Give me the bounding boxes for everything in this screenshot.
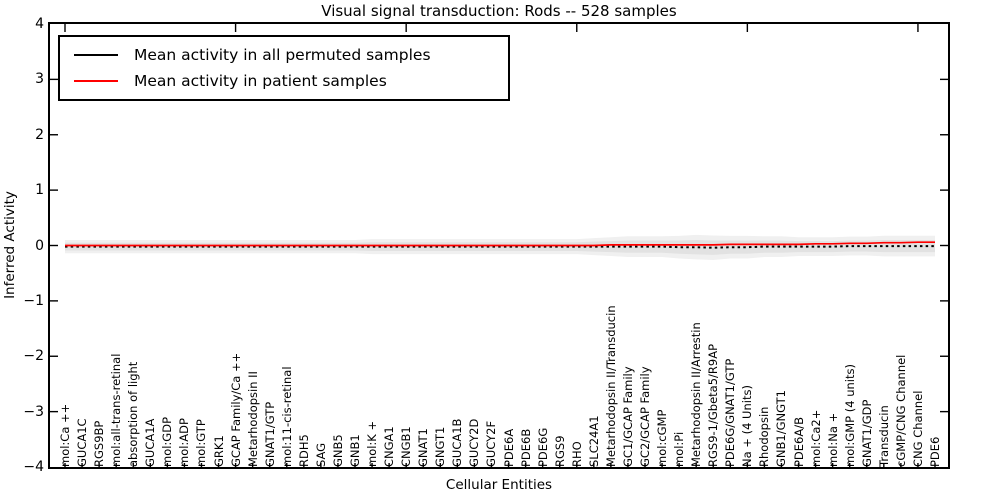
legend-label-permuted: Mean activity in all permuted samples <box>134 46 431 64</box>
x-tick-label: CNG Channel <box>910 390 925 467</box>
x-tick-label: mol:cGMP <box>655 409 670 467</box>
x-tick-label: GC1/GCAP Family <box>620 366 635 467</box>
legend-line-black <box>74 54 118 56</box>
x-tick-label: SAG <box>313 442 328 467</box>
y-tick-label: −3 <box>23 403 44 420</box>
y-tick-label: −4 <box>23 459 44 475</box>
x-tick-label: absorption of light <box>126 361 141 467</box>
x-tick-label: mol:all-trans-retinal <box>109 353 124 467</box>
x-tick-label: PDE6A <box>501 428 516 467</box>
x-tick-label: mol:Na + <box>825 412 840 467</box>
x-tick-label: Metarhodopsin II/Transducin <box>603 305 618 467</box>
x-tick-label: mol:Ca2+ <box>808 409 823 467</box>
y-tick-label: −1 <box>23 292 44 309</box>
x-tick-label: mol:Pi <box>672 431 687 467</box>
x-tick-label: mol:GTP <box>194 419 209 467</box>
x-tick-label: mol:GDP <box>160 416 175 467</box>
x-tick-label: GC2/GCAP Family <box>638 366 652 467</box>
x-tick-label: SLC24A1 <box>586 415 601 467</box>
x-tick-label: GNAT1/GTP <box>262 401 277 467</box>
y-tick-label: 4 <box>35 16 44 32</box>
x-tick-label: PDE6G <box>535 427 550 467</box>
x-tick-label: GCAP Family/Ca ++ <box>228 352 243 467</box>
x-tick-label: GUCY2F <box>484 420 499 467</box>
x-tick-label: RGS9 <box>552 435 567 467</box>
legend-entry-permuted: Mean activity in all permuted samples <box>60 42 508 68</box>
y-tick-label: 0 <box>35 237 44 254</box>
x-tick-label: PDE6G/GNAT1/GTP <box>723 358 738 467</box>
x-tick-label: PDE6A/B <box>791 416 806 467</box>
y-tick-label: 2 <box>35 126 44 143</box>
x-tick-label: mol:ADP <box>177 418 192 467</box>
chart-title: Visual signal transduction: Rods -- 528 … <box>321 2 677 20</box>
x-axis-label: Cellular Entities <box>445 477 553 493</box>
x-tick-label: CNGA1 <box>382 426 397 467</box>
x-tick-label: mol:K + <box>365 420 380 467</box>
legend-label-patient: Mean activity in patient samples <box>134 72 387 90</box>
y-tick-label: 1 <box>35 182 44 199</box>
x-tick-label: PDE6 <box>928 436 942 467</box>
x-tick-label: GUCA1B <box>450 418 465 467</box>
x-tick-label: PDE6B <box>518 428 533 467</box>
x-tick-label: GNAT1/GDP <box>859 399 874 467</box>
x-tick-label: RDH5 <box>296 434 311 467</box>
y-tick-label: 3 <box>35 71 44 88</box>
x-tick-label: GUCA1C <box>75 418 90 467</box>
x-tick-label: GUCY2D <box>467 418 482 467</box>
x-tick-label: GNB1/GNGT1 <box>774 390 789 467</box>
x-tick-label: Transducin <box>876 405 891 467</box>
x-tick-label: mol:Ca ++ <box>58 403 72 467</box>
x-tick-label: RGS9-1/Gbeta5/R9AP <box>706 343 721 467</box>
x-tick-label: GNB5 <box>330 434 345 467</box>
x-tick-label: GRK1 <box>211 435 226 467</box>
x-tick-label: GUCA1A <box>143 418 158 467</box>
x-tick-label: GNAT1 <box>416 428 431 467</box>
legend-line-red <box>74 80 118 82</box>
legend: Mean activity in all permuted samples Me… <box>58 35 510 101</box>
y-tick-label: −2 <box>23 348 44 365</box>
x-tick-label: CNGB1 <box>399 426 414 467</box>
x-tick-label: mol:GMP (4 units) <box>842 364 857 467</box>
x-tick-label: Na + (4 Units) <box>740 385 755 467</box>
plot-canvas <box>50 24 948 467</box>
x-tick-label: RGS9BP <box>92 420 107 467</box>
x-tick-label: Metarhodopsin II/Arrestin <box>689 322 704 467</box>
x-tick-label: GNB1 <box>348 434 362 467</box>
x-tick-label: Metarhodopsin II <box>245 371 260 467</box>
x-tick-label: mol:11-cis-retinal <box>279 366 294 467</box>
x-tick-label: Rhodopsin <box>757 406 772 467</box>
x-tick-label: cGMP/CNG Channel <box>893 354 908 467</box>
x-tick-label: RHO <box>569 441 584 467</box>
legend-entry-patient: Mean activity in patient samples <box>60 68 508 94</box>
x-tick-label: GNGT1 <box>433 426 448 467</box>
